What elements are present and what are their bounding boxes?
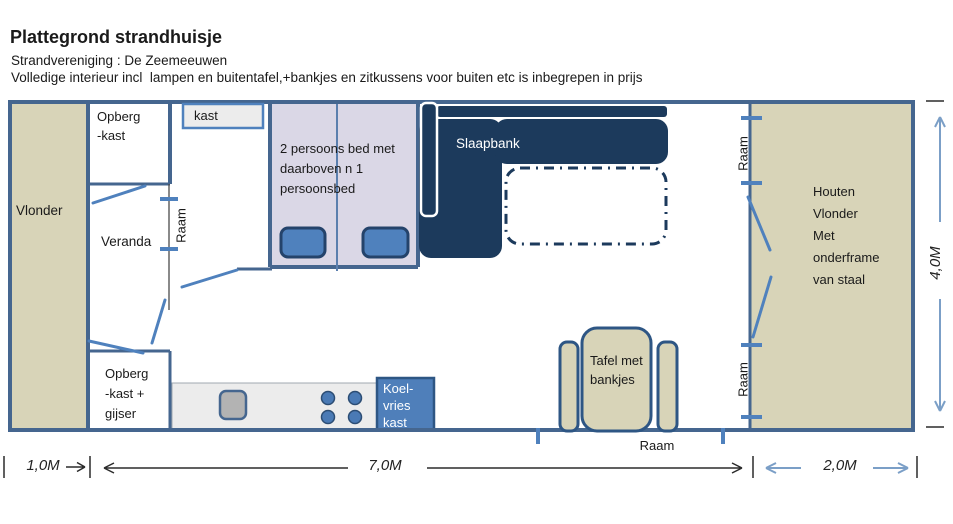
label-veranda: Veranda bbox=[101, 234, 152, 249]
fridge bbox=[375, 376, 436, 432]
left-deck-floor bbox=[12, 104, 86, 428]
label-houten-vlonder: Houten Vlonder Met onderframe van staal bbox=[813, 184, 880, 287]
bench-left bbox=[558, 340, 580, 433]
subtitle: Strandvereniging : De Zeemeeuwen bbox=[11, 53, 228, 68]
label-tafel: Tafel met bankjes bbox=[590, 353, 643, 387]
closet-box bbox=[181, 102, 265, 130]
dimension-lines-black bbox=[3, 100, 944, 478]
sink bbox=[218, 389, 248, 421]
window-ticks bbox=[160, 116, 762, 444]
dimension-middle: 7,0M bbox=[368, 457, 402, 474]
outer-walls bbox=[8, 100, 915, 432]
label-opberg-gijser: Opberg -kast + gijser bbox=[105, 366, 149, 421]
foldout-bed-outline bbox=[504, 166, 668, 246]
label-kast: kast bbox=[194, 108, 218, 123]
window-label-veranda: Raam bbox=[173, 208, 189, 243]
window-label-right-upper: Raam bbox=[735, 136, 751, 171]
dimension-lines-blue bbox=[765, 116, 946, 474]
sofa-armrest bbox=[419, 101, 439, 218]
label-koelvries: Koel- vries kast bbox=[383, 381, 414, 430]
sofa-back bbox=[437, 106, 667, 117]
bed-pillows bbox=[279, 226, 410, 259]
label-opberg-kast: Opberg -kast bbox=[97, 109, 141, 143]
table-set bbox=[558, 326, 679, 433]
dimension-depth: 4,0M bbox=[927, 246, 944, 280]
kitchen-counter bbox=[171, 376, 436, 432]
label-vlonder: Vlonder bbox=[16, 203, 63, 218]
floor-fills bbox=[12, 104, 911, 428]
stove-burners bbox=[320, 390, 363, 425]
table bbox=[580, 326, 653, 433]
dimension-right: 2,0M bbox=[823, 457, 857, 474]
window-label-bottom: Raam bbox=[639, 438, 675, 453]
window-label-right-lower: Raam bbox=[735, 362, 751, 397]
label-slaapbank: Slaapbank bbox=[456, 136, 520, 151]
bedroom-walls bbox=[268, 102, 420, 269]
dimension-left: 1,0M bbox=[26, 457, 60, 474]
sofa bbox=[419, 101, 668, 258]
door-swings bbox=[87, 184, 773, 355]
label-bed: 2 persoons bed met daarboven n 1 persoon… bbox=[280, 141, 395, 196]
right-deck-floor bbox=[751, 104, 911, 428]
inner-walls bbox=[86, 102, 752, 430]
note-line: Volledige interieur incl lampen en buite… bbox=[11, 70, 643, 85]
page-title: Plattegrond strandhuisje bbox=[10, 27, 223, 47]
bench-right bbox=[656, 340, 679, 433]
